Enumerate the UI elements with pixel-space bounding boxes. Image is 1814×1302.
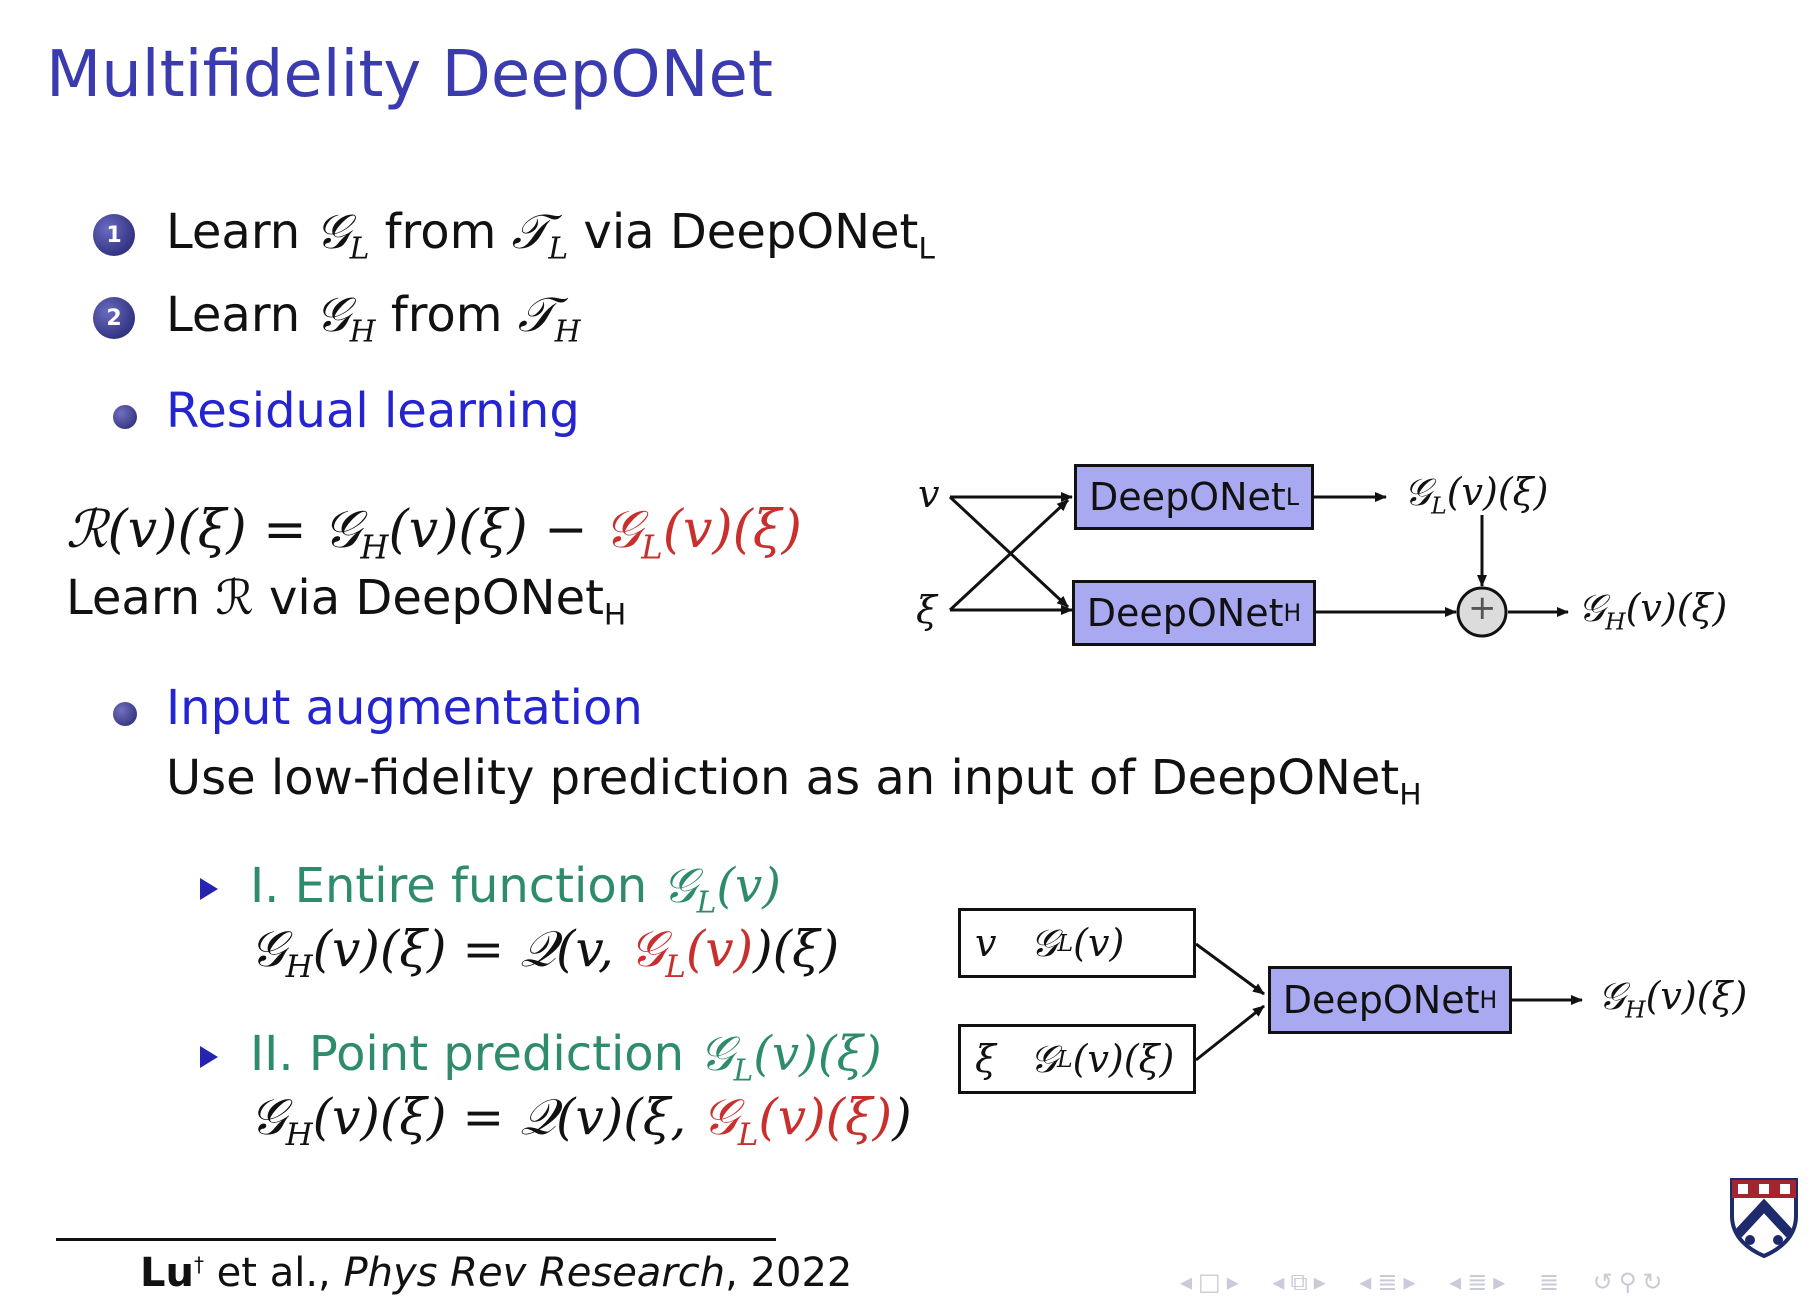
bullet-triangle-1 [200,878,218,900]
augmentation-heading: Input augmentation [166,680,643,736]
augmentation-desc: Use low-fidelity prediction as an input … [166,750,1422,813]
bullet-triangle-2 [200,1046,218,1068]
nav-frame-icon[interactable]: ◂□▸ [1180,1268,1245,1296]
enum-badge-1: 1 [93,214,135,256]
item-2-label: II. Point prediction 𝒢L(v)(ξ) [250,1026,882,1089]
university-shield-icon [1730,1178,1798,1258]
nav-section-icon[interactable]: ◂≣▸ [1359,1268,1422,1296]
step-1-text: Learn 𝒢L from 𝒯L via DeepONetL [166,204,935,267]
citation: Lu† et al., Phys Rev Research, 2022 [140,1250,853,1296]
residual-equation: ℛ(v)(ξ) = 𝒢H(v)(ξ) − 𝒢L(v)(ξ) [66,500,802,567]
item-1-equation: 𝒢H(v)(ξ) = 𝒬(v, 𝒢L(v))(ξ) [250,920,840,985]
diagram1-output-low: 𝒢L(v)(ξ) [1404,470,1549,520]
nav-align-icon[interactable]: ≣ [1538,1268,1566,1296]
bullet-dot-augmentation [113,702,137,726]
slide-title: Multifidelity DeepONet [46,38,773,112]
step-1-learn: Learn [166,204,301,260]
bullet-dot-residual [113,405,137,429]
step-2-from: from [390,287,503,343]
diagram1-output-high: 𝒢H(v)(ξ) [1578,586,1728,636]
sum-node [1456,586,1508,638]
enum-badge-2: 2 [93,297,135,339]
beamer-navigation: ◂□▸ ◂⧉▸ ◂≣▸ ◂≣▸ ≣ ↺⚲↻ [1180,1268,1683,1296]
nav-subsection-icon[interactable]: ◂⧉▸ [1272,1268,1332,1296]
sum-plus-label: + [1468,588,1497,628]
step-1-g: 𝒢L [315,204,370,267]
item-1-label: I. Entire function 𝒢L(v) [250,858,781,921]
nav-search-icon[interactable]: ↺⚲↻ [1592,1268,1669,1296]
step-1-via: via DeepONetL [583,204,935,267]
residual-heading: Residual learning [166,383,580,439]
diagram2-output: 𝒢H(v)(ξ) [1598,974,1748,1024]
diagram1-input-xi: ξ [916,588,937,632]
step-2-learn: Learn [166,287,301,343]
step-2-text: Learn 𝒢H from 𝒯H [166,287,581,350]
nav-doc-icon[interactable]: ◂≣▸ [1449,1268,1512,1296]
footnote-rule [56,1238,776,1241]
residual-learn-line: Learn ℛ via DeepONetH [66,570,627,633]
step-1-t: 𝒯L [511,204,569,267]
step-2-g: 𝒢H [315,287,376,350]
step-2-t: 𝒯H [517,287,581,350]
residual-eq-low-term: 𝒢L(v)(ξ) [604,500,802,567]
step-1-from: from [384,204,497,260]
diagram1-input-v: v [918,472,940,516]
item-2-equation: 𝒢H(v)(ξ) = 𝒬(v)(ξ, 𝒢L(v)(ξ)) [250,1088,912,1153]
